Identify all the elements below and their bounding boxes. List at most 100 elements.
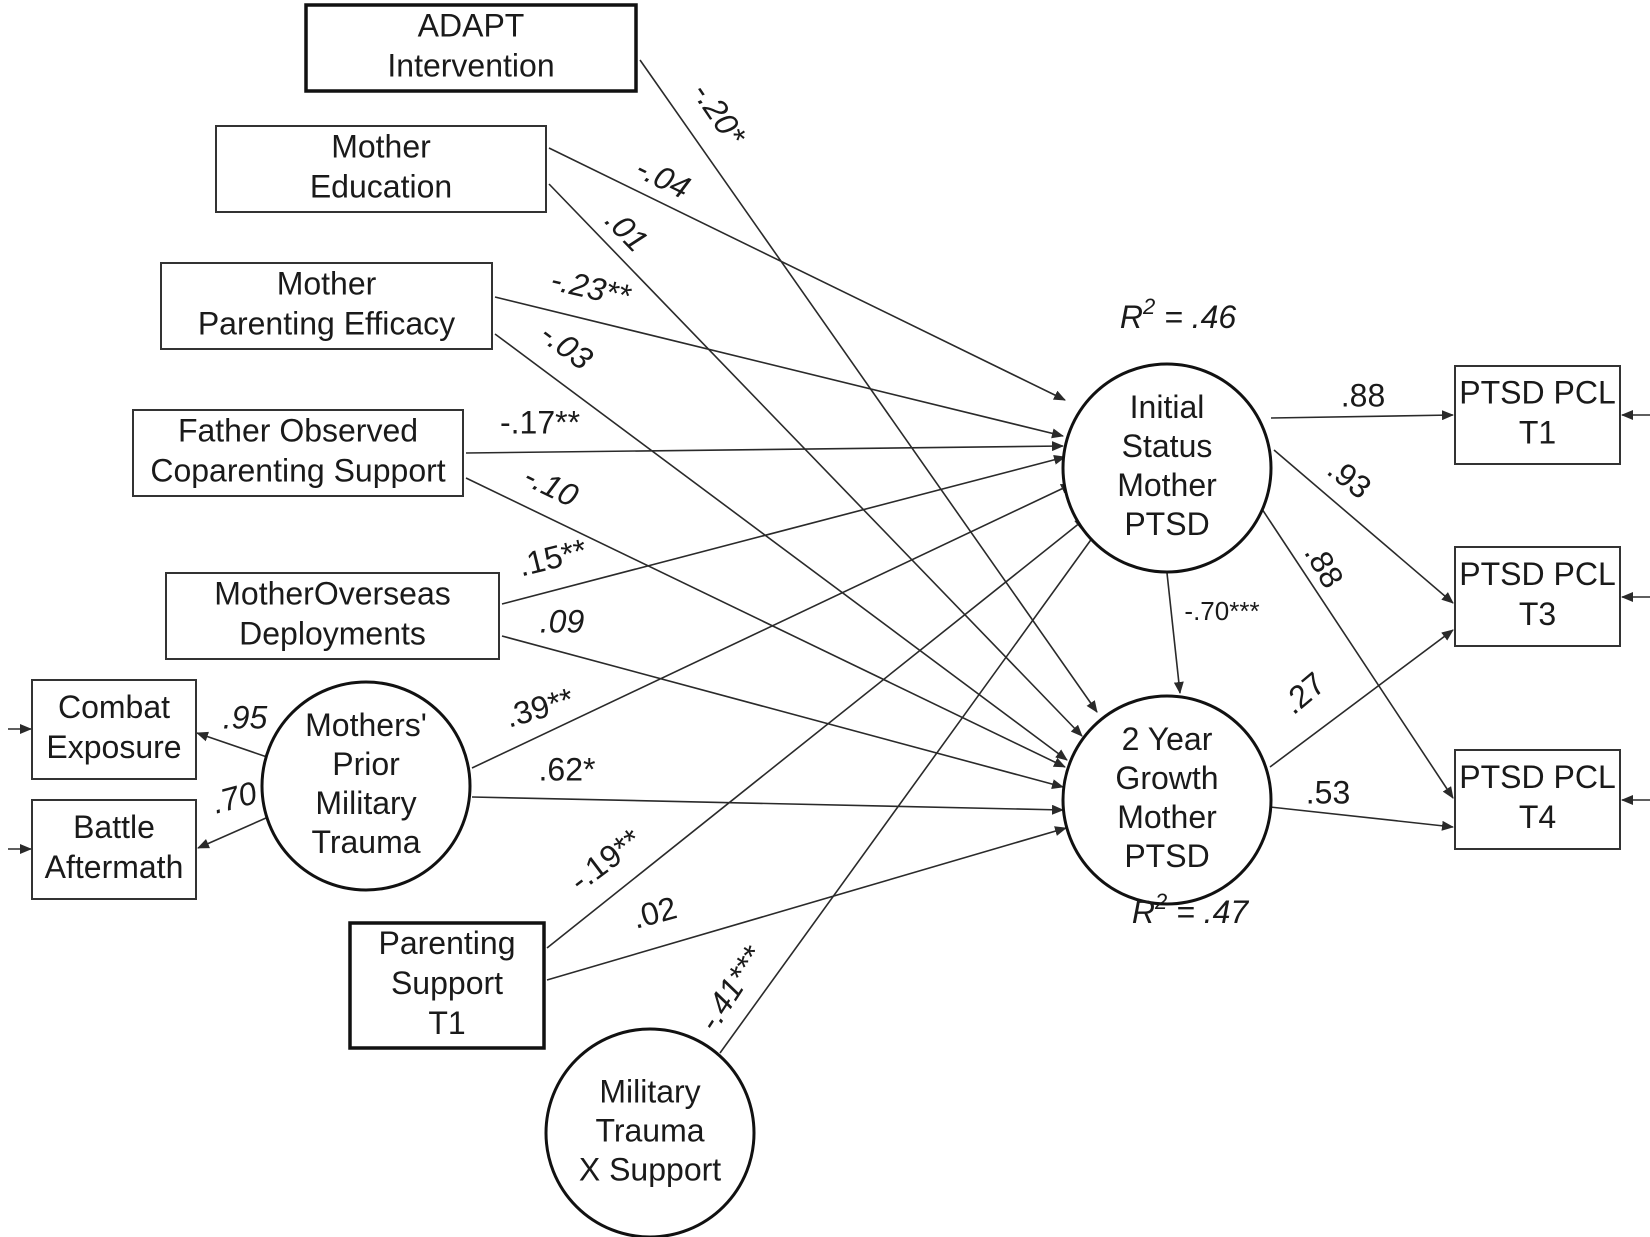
node-label-line: Trauma: [595, 1112, 704, 1148]
node-label-line: Initial: [1130, 389, 1205, 425]
node-circle-prior-trauma: [260, 680, 472, 892]
node-label-line: PTSD PCL: [1459, 374, 1615, 410]
node-label-line: Trauma: [311, 824, 420, 860]
node-label-line: MotherOverseas: [214, 575, 451, 611]
node-box-mother-education: [215, 125, 547, 213]
coef-label-parenting_efficacy-to-initial_status: -.23**: [548, 261, 636, 314]
node-pcl-t1: PTSD PCL T1: [1454, 365, 1621, 465]
node-label-line: PTSD PCL: [1459, 556, 1615, 592]
node-pcl-t3: PTSD PCL T3: [1454, 546, 1621, 647]
node-label-line: T4: [1519, 799, 1556, 835]
coef-label-prior_trauma-to-combat: .95: [223, 699, 268, 735]
coef-label-prior_trauma-to-initial_status: .39**: [501, 681, 578, 735]
node-label-line: PTSD: [1124, 506, 1209, 542]
node-box-parenting-support: [348, 921, 546, 1050]
coef-label-initial_status-to-pcl_t4: .88: [1297, 537, 1350, 594]
coef-label-initial_status-to-growth: -.70***: [1184, 596, 1259, 626]
node-label-line: Status: [1122, 428, 1213, 464]
node-label-line: T1: [1519, 414, 1556, 450]
node-box-combat: [31, 679, 197, 780]
path-prior_trauma-to-growth: [471, 796, 1064, 815]
path-initial_status-to-growth: [1166, 572, 1184, 694]
coef-label-parenting_support-to-growth: .02: [628, 889, 680, 935]
r-symbol: R: [1120, 299, 1143, 335]
coef-label-adapt-to-growth: -.20*: [685, 75, 754, 152]
path-mother_education-to-initial_status: [548, 147, 1066, 401]
coef-label-trauma_x_support-to-initial_status: -.41***: [691, 939, 772, 1037]
coef-label-overseas-to-growth: .09: [540, 603, 585, 639]
node-circle-growth: [1061, 694, 1273, 906]
coef-label-father_coparenting-to-growth: -.10: [518, 457, 584, 514]
coef-label-initial_status-to-pcl_t1: .88: [1341, 377, 1385, 413]
node-label-line: Support: [391, 965, 503, 1001]
node-label-line: 2 Year: [1122, 721, 1213, 757]
coef-label-parenting_support-to-initial_status: -.19**: [563, 822, 649, 899]
node-box-pcl-t3: [1454, 546, 1621, 647]
node-label-line: Battle: [73, 809, 155, 845]
r-squared-growth: R2 = .47: [1132, 889, 1250, 930]
coef-label-growth-to-pcl_t4: .53: [1306, 774, 1350, 810]
path-growth-to-pcl_t3: [1269, 629, 1454, 768]
node-label-line: X Support: [579, 1151, 721, 1187]
node-label-line: Mother: [1117, 467, 1217, 503]
node-circle-initial-status: [1061, 362, 1273, 574]
path-parenting_support-to-growth: [546, 826, 1067, 981]
node-label-line: Prior: [332, 746, 400, 782]
path-overseas-to-growth: [501, 635, 1064, 789]
node-label-line: Coparenting Support: [150, 452, 445, 488]
path-trauma_x_support-to-initial_status: [719, 529, 1099, 1054]
node-box-adapt: [304, 3, 638, 93]
path-adapt-to-growth: [639, 59, 1098, 713]
r-value: = .47: [1167, 894, 1249, 930]
path-overseas-to-initial_status: [501, 454, 1066, 605]
node-label-line: Deployments: [239, 615, 426, 651]
node-box-pcl-t4: [1454, 749, 1621, 850]
coef-label-growth-to-pcl_t3: .27: [1275, 665, 1332, 721]
coef-label-parenting_efficacy-to-growth: -.03: [534, 315, 600, 377]
node-adapt: ADAPT Intervention: [304, 3, 638, 93]
coef-label-father_coparenting-to-initial_status: -.17**: [500, 404, 580, 440]
path-parenting_efficacy-to-initial_status: [494, 296, 1064, 439]
node-label-line: T3: [1519, 596, 1556, 632]
node-label-line: Exposure: [46, 729, 181, 765]
node-label-line: Parenting Efficacy: [198, 305, 455, 341]
coef-label-overseas-to-initial_status: .15**: [514, 532, 590, 584]
paths-layer: [8, 59, 1650, 1054]
path-growth-to-pcl_t4: [1269, 806, 1454, 831]
node-box-pcl-t1: [1454, 365, 1621, 465]
r-value: = .46: [1155, 299, 1236, 335]
node-box-parenting-efficacy: [160, 262, 493, 350]
coef-label-prior_trauma-to-battle: .70: [208, 774, 260, 820]
path-father_coparenting-to-initial_status: [465, 441, 1064, 454]
path-initial_status-to-pcl_t1: [1270, 410, 1454, 421]
path-parenting_support-to-initial_status: [546, 517, 1087, 949]
node-label-line: Military: [599, 1073, 700, 1109]
r-squared-initial-status: R2 = .46: [1120, 294, 1237, 335]
path-parenting_efficacy-to-growth: [494, 333, 1068, 761]
path-prior_trauma-to-battle: [197, 817, 267, 849]
node-label-line: Mothers': [305, 707, 427, 743]
r-symbol: R: [1132, 894, 1155, 930]
node-label-line: ADAPT: [418, 7, 525, 43]
node-label-line: Aftermath: [45, 849, 184, 885]
node-box-overseas: [165, 572, 500, 660]
node-label-line: Father Observed: [178, 412, 418, 448]
path-prior_trauma-to-combat: [196, 731, 268, 758]
nodes-layer: ADAPTInterventionMotherEducationMotherPa…: [31, 3, 1621, 1237]
node-label-line: Mother: [331, 128, 431, 164]
node-circle-trauma-x-support: [544, 1027, 756, 1237]
coef-label-mother_education-to-growth: .01: [598, 202, 655, 259]
node-label-line: Intervention: [387, 47, 554, 83]
path-initial_status-to-pcl_t4: [1259, 505, 1454, 799]
